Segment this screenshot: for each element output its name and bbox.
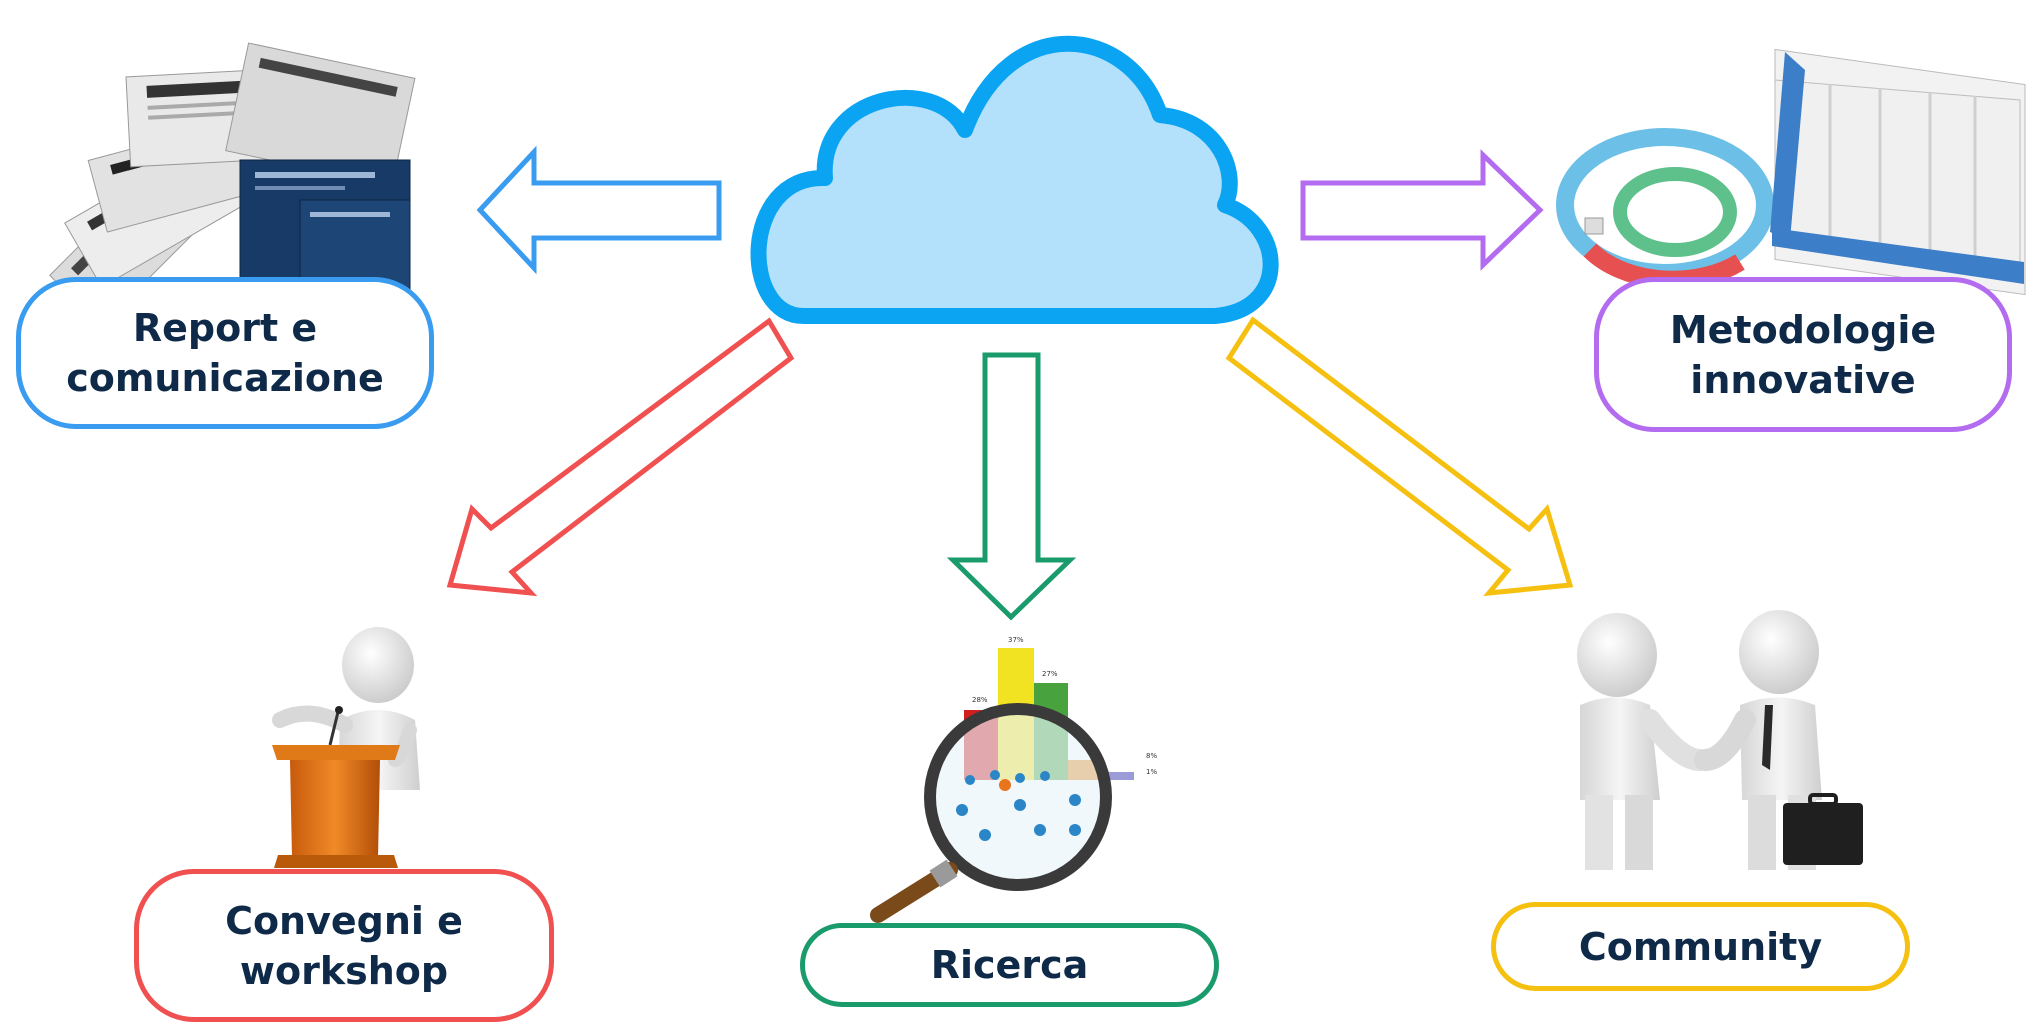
newspapers-icon: [40, 42, 416, 350]
chart-label-1: 1%: [1146, 768, 1157, 776]
arrow-to-report: [476, 145, 722, 275]
cloud-icon: [750, 35, 1279, 325]
convegni-workshop-label: Convegni e workshop: [134, 869, 554, 1022]
report-comunicazione-text: Report e comunicazione: [66, 306, 384, 400]
arrow-to-convegni: [446, 317, 795, 597]
magnifier-chart-icon: 28% 37% 27% 8% 1%: [870, 636, 1157, 923]
arrow-to-metodologie: [1300, 149, 1544, 271]
chart-label-27: 27%: [1042, 670, 1058, 678]
ricerca-label: Ricerca: [800, 923, 1219, 1007]
chart-label-28: 28%: [972, 696, 988, 704]
convegni-workshop-text: Convegni e workshop: [225, 898, 463, 993]
chart-label-8: 8%: [1146, 752, 1157, 760]
community-text: Community: [1578, 924, 1823, 969]
arrow-to-community: [1225, 316, 1574, 597]
speaker-podium-icon: [272, 627, 420, 868]
community-label: Community: [1491, 902, 1910, 991]
report-comunicazione-label: Report e comunicazione: [16, 277, 434, 429]
metodologie-innovative-label: Metodologie innovative: [1594, 277, 2012, 432]
handshake-icon: [1577, 610, 1863, 870]
ricerca-text: Ricerca: [930, 943, 1089, 987]
metodologie-innovative-text: Metodologie innovative: [1669, 307, 1937, 402]
methodology-diagram-icon: [1556, 48, 2026, 296]
arrow-to-ricerca: [946, 352, 1077, 621]
chart-label-37: 37%: [1008, 636, 1024, 644]
